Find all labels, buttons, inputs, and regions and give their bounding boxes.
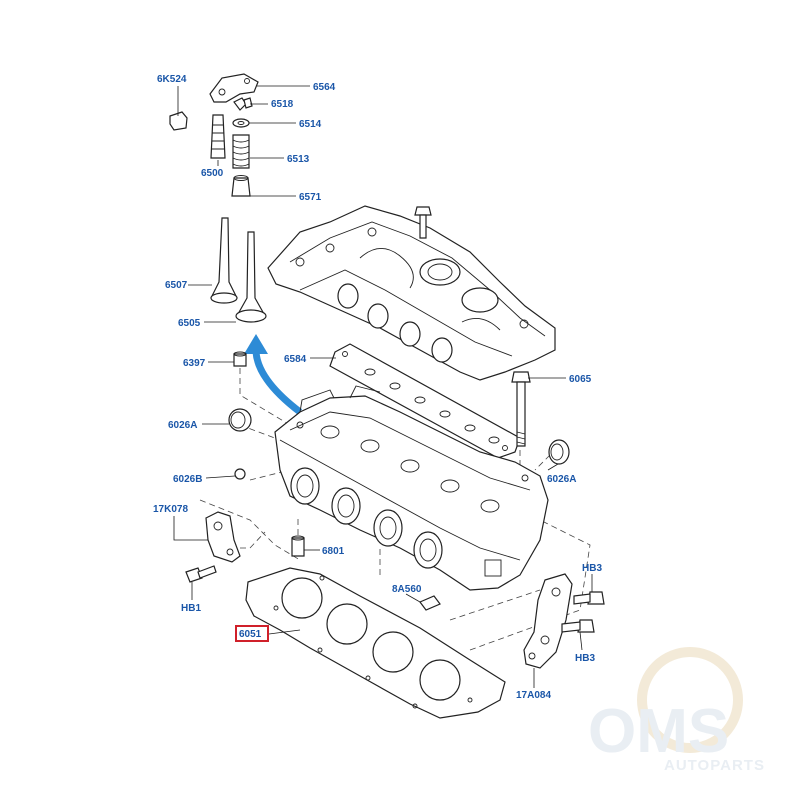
lash-adjuster-6K524 [169, 111, 188, 131]
install-direction-arrow [244, 334, 303, 415]
label-6026A-right[interactable]: 6026A [547, 474, 576, 485]
label-6584[interactable]: 6584 [284, 354, 307, 365]
spring-retainer-6514 [232, 118, 250, 128]
bolt-HB1 [185, 565, 217, 583]
cylinder-head [274, 385, 549, 591]
valve-6507 [210, 217, 238, 304]
head-gasket-6051 [245, 567, 506, 719]
label-6564[interactable]: 6564 [313, 82, 336, 93]
dowel-8A560 [419, 595, 441, 611]
cam-carrier-gasket-6584 [329, 343, 521, 459]
label-6500[interactable]: 6500 [201, 168, 224, 179]
label-6518[interactable]: 6518 [271, 99, 294, 110]
label-6065[interactable]: 6065 [569, 374, 592, 385]
bolt-HB3-top [573, 591, 605, 605]
label-6801[interactable]: 6801 [322, 546, 345, 557]
label-6505[interactable]: 6505 [178, 318, 201, 329]
label-6397[interactable]: 6397 [183, 358, 206, 369]
watermark-brand: OMS [588, 697, 729, 766]
label-6K524[interactable]: 6K524 [157, 74, 187, 85]
carrier-bolt [414, 206, 432, 239]
plug-6397 [233, 351, 247, 367]
label-6571[interactable]: 6571 [299, 192, 322, 203]
label-6507[interactable]: 6507 [165, 280, 188, 291]
rocker-arm-6564 [209, 73, 259, 103]
cylinder-head-bolt-6065 [511, 371, 531, 447]
tappet-6500 [210, 114, 226, 159]
valve-6505 [235, 231, 267, 323]
bolt-HB3-bottom [561, 619, 595, 633]
highlight-box-6051 [235, 625, 269, 642]
valve-stem-seal-6571 [231, 175, 251, 197]
label-HB3-top[interactable]: HB3 [582, 563, 602, 574]
bracket-17A084 [523, 573, 573, 669]
label-17K078[interactable]: 17K078 [153, 504, 188, 515]
label-HB3-bottom[interactable]: HB3 [575, 653, 595, 664]
camshaft-carrier [267, 205, 556, 381]
label-6051[interactable]: 6051 [239, 629, 262, 640]
label-6026B[interactable]: 6026B [173, 474, 202, 485]
valve-keeper-6518 [233, 97, 253, 111]
plug-6026B [234, 468, 246, 480]
core-plug-6026A-left [228, 408, 252, 432]
label-8A560[interactable]: 8A560 [392, 584, 422, 595]
watermark-sub: AUTOPARTS [664, 757, 765, 774]
label-6513[interactable]: 6513 [287, 154, 310, 165]
part-labels: 6K524 6564 6518 6514 6513 6500 6571 6507… [153, 74, 602, 701]
label-HB1[interactable]: HB1 [181, 603, 201, 614]
bracket-17K078 [205, 511, 241, 563]
leader-lines [173, 85, 593, 688]
sensor-6801 [291, 535, 305, 557]
label-17A084[interactable]: 17A084 [516, 690, 551, 701]
watermark-logo: OMS AUTOPARTS [588, 647, 765, 774]
label-6026A-left[interactable]: 6026A [168, 420, 197, 431]
valve-spring-6513 [232, 134, 250, 169]
core-plug-6026A-right [548, 439, 570, 465]
label-6514[interactable]: 6514 [299, 119, 322, 130]
